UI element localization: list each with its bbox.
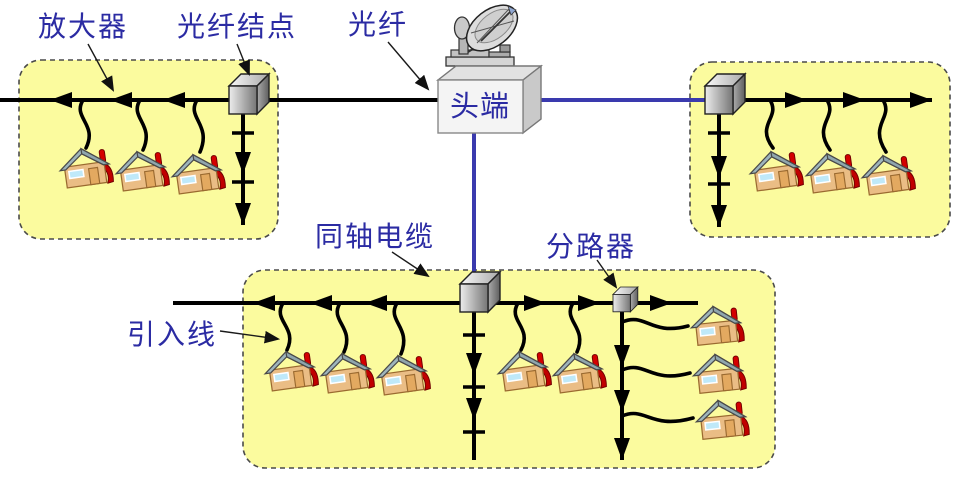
fiber-node-cube-icon: [228, 73, 270, 115]
coax-branch-top-left: [78, 98, 254, 225]
amplifier-label: 放大器: [38, 10, 128, 43]
fiber-node-cube-icon: [704, 73, 746, 115]
fiber-node-cube-icon: [459, 271, 501, 313]
splitter-label: 分路器: [546, 230, 636, 263]
drop-line-label: 引入线: [127, 318, 217, 351]
coax-branch-top-right: [708, 98, 888, 227]
coaxial-cable-label: 同轴电缆: [315, 220, 435, 253]
optical-fiber-label: 光纤: [348, 8, 408, 41]
splitter-branch: [614, 308, 695, 460]
splitter-cube-icon: [612, 286, 639, 313]
headend-label: 头端: [450, 89, 510, 123]
headend-box: 头端: [435, 64, 544, 135]
label-leader-arrows: [87, 41, 618, 344]
service-area-top-left: [18, 59, 279, 240]
satellite-dish-icon: [445, 4, 519, 67]
fiber-trunk-left: [0, 92, 438, 108]
fiber-trunk-right: [523, 92, 932, 108]
coax-trunk-bottom: [173, 295, 698, 311]
coax-branch-bottom-center: [278, 301, 582, 460]
fiber-node-label: 光纤结点: [177, 10, 297, 43]
